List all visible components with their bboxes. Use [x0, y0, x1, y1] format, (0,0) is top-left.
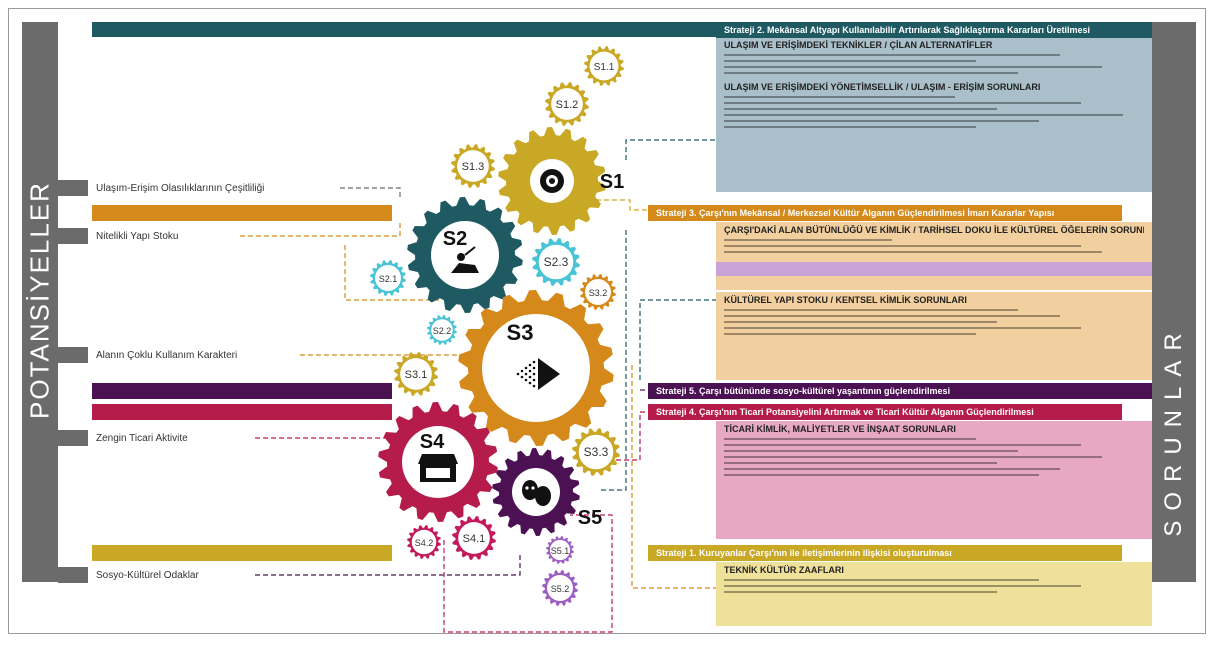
potential-stub: [58, 180, 88, 196]
sub-gear-label: S2.3: [544, 255, 569, 269]
potentials-sidebar: [22, 22, 58, 582]
builder-icon: [451, 246, 479, 273]
strategy-2-title: Strateji 2. Mekânsal Altyapı Kullanılabi…: [716, 22, 1152, 38]
sub-gear-label: S4.1: [463, 533, 486, 545]
sub-gear-label: S3.3: [584, 445, 609, 459]
sub-gear-s2-2: S2.2: [427, 315, 457, 345]
target-icon: [540, 169, 564, 193]
gear-s3: S3: [458, 290, 614, 446]
potential-transport: Ulaşım-Erişim Olasılıklarının Çeşitliliğ…: [58, 180, 264, 196]
bar-crimson-left: [92, 404, 392, 420]
gear-label: S5: [578, 507, 602, 529]
bar-gold-left: [92, 545, 392, 561]
figure-frame: [8, 8, 1206, 634]
theatre-masks-icon: [522, 480, 551, 506]
panel-lavender-band: [716, 262, 1152, 276]
sub-gear-label: S1.3: [462, 161, 485, 173]
gear-s2: S2: [407, 197, 523, 313]
gear-label: S3: [507, 320, 534, 345]
strategy-5-title: Strateji 5. Çarşı bütününde sosyo-kültür…: [648, 383, 1152, 399]
sub-gear-s1-1: S1.1: [584, 46, 624, 86]
sub-gear-label: S5.2: [551, 584, 570, 594]
potential-stub: [58, 347, 88, 363]
sub-gear-label: S5.1: [551, 546, 570, 556]
sub-gear-s2-3: S2.3: [532, 238, 580, 286]
panel-strategy-1: TEKNİK KÜLTÜR ZAAFLARI: [716, 562, 1152, 626]
bar-purple-left: [92, 383, 392, 399]
sub-gear-s5-2: S5.2: [542, 570, 578, 606]
panel-heading: TİCARİ KİMLİK, MALİYETLER VE İNŞAAT SORU…: [724, 424, 956, 434]
panel-strategy-4: TİCARİ KİMLİK, MALİYETLER VE İNŞAAT SORU…: [716, 421, 1152, 539]
potential-commercial: Zengin Ticari Aktivite: [58, 430, 188, 446]
sub-gear-label: S1.2: [556, 99, 579, 111]
potential-stub: [58, 228, 88, 244]
sub-gear-s2-1: S2.1: [370, 260, 406, 296]
strategy-3-title: Strateji 3. Çarşı'nın Mekânsal / Merkezs…: [648, 205, 1122, 221]
sub-gear-s3-2: S3.2: [580, 274, 616, 310]
gear-label: S2: [443, 228, 467, 250]
potential-stub: [58, 430, 88, 446]
sub-gear-s5-1: S5.1: [546, 536, 574, 564]
play-icon: [516, 358, 560, 390]
panel-heading: ULAŞIM VE ERİŞİMDEKİ TEKNİKLER / ÇİLAN A…: [724, 40, 993, 50]
potential-label: Nitelikli Yapı Stoku: [96, 230, 179, 242]
sub-gear-label: S3.2: [589, 288, 608, 298]
panel-strategy-3b: KÜLTÜREL YAPI STOKU / KENTSEL KİMLİK SOR…: [716, 292, 1152, 380]
potential-building-stock: Nitelikli Yapı Stoku: [58, 228, 178, 244]
potential-mixed-use: Alanın Çoklu Kullanım Karakteri: [58, 347, 237, 363]
connector-lines: [240, 139, 716, 633]
sub-gear-s4-2: S4.2: [407, 525, 441, 559]
sub-gear-s1-2: S1.2: [545, 82, 589, 126]
potential-stub: [58, 567, 88, 583]
sub-gear-s3-3: S3.3: [572, 428, 620, 476]
gear-s5: S5: [492, 448, 602, 536]
sub-gear-s3-1: S3.1: [394, 352, 438, 396]
gear-s1: S1: [498, 127, 624, 235]
sub-gear-label: S3.1: [405, 369, 428, 381]
sub-gear-s4-1: S4.1: [452, 516, 496, 560]
potential-label: Sosyo-Kültürel Odaklar: [96, 569, 199, 581]
problems-sidebar: [1152, 22, 1196, 582]
sub-gear-label: S1.1: [594, 62, 615, 73]
panel-heading: KÜLTÜREL YAPI STOKU / KENTSEL KİMLİK SOR…: [724, 295, 967, 305]
potential-sociocultural: Sosyo-Kültürel Odaklar: [58, 567, 199, 583]
sub-gear-label: S2.1: [379, 274, 398, 284]
market-stall-icon: [418, 454, 458, 482]
panel-heading: ÇARŞI'DAKİ ALAN BÜTÜNLÜĞÜ VE KİMLİK / TA…: [724, 225, 1144, 235]
sub-gear-label: S2.2: [433, 326, 452, 336]
strategy-4-title: Strateji 4. Çarşı'nın Ticari Potansiyeli…: [648, 404, 1122, 420]
panel-heading: TEKNİK KÜLTÜR ZAAFLARI: [724, 565, 844, 575]
sub-gear-label: S4.2: [415, 538, 434, 548]
gear-label: S1: [600, 171, 624, 193]
sub-gear-s1-3: S1.3: [451, 144, 495, 188]
potential-label: Ulaşım-Erişim Olasılıklarının Çeşitliliğ…: [96, 182, 265, 194]
bar-orange-left: [92, 205, 392, 221]
panel-heading: ULAŞIM VE ERİŞİMDEKİ YÖNETİMSELLİK / ULA…: [724, 82, 1041, 92]
potential-label: Alanın Çoklu Kullanım Karakteri: [96, 349, 238, 361]
gear-s4: S4: [378, 402, 498, 522]
panel-strategy-3a: ÇARŞI'DAKİ ALAN BÜTÜNLÜĞÜ VE KİMLİK / TA…: [716, 222, 1152, 290]
gear-label: S4: [420, 431, 445, 453]
strategy-1-title: Strateji 1. Kuruyanlar Çarşı'nın ile ile…: [648, 545, 1122, 561]
panel-strategy-2: ULAŞIM VE ERİŞİMDEKİ TEKNİKLER / ÇİLAN A…: [716, 37, 1152, 192]
potential-label: Zengin Ticari Aktivite: [96, 432, 188, 444]
